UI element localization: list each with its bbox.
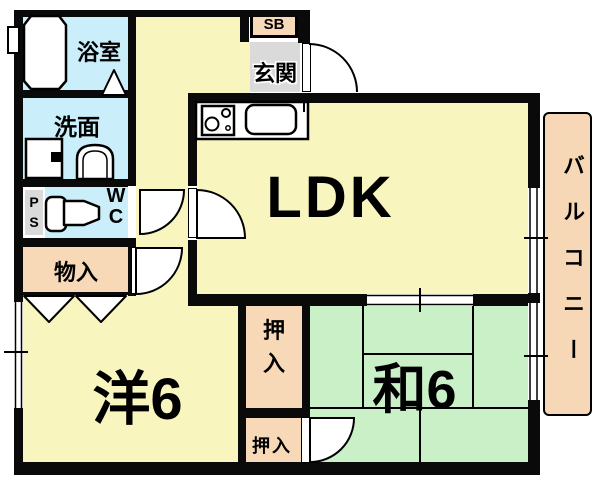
wall [14, 10, 310, 17]
wall [188, 294, 367, 306]
wc-label-line2: C [108, 206, 124, 228]
wall [188, 93, 540, 103]
washroom-label: 洗面 [54, 114, 100, 140]
wall [302, 296, 310, 408]
closet-lower-label: 押入 [252, 436, 292, 456]
door-arc-ldk [196, 188, 247, 239]
wall [128, 10, 136, 186]
ldk-label: LDK [266, 165, 395, 230]
washing-machine-detail [51, 152, 61, 162]
closet-lower-area [246, 418, 302, 462]
kitchen-sink-icon [244, 103, 298, 136]
wall [22, 179, 128, 187]
folding-door-bath [101, 69, 127, 96]
hallway-top [136, 16, 240, 94]
ps-label-line1: P [29, 194, 39, 210]
door-arc-entrance [308, 43, 358, 93]
door-leaf-entrance [302, 43, 311, 92]
bath-window [7, 26, 20, 54]
wall [22, 292, 130, 295]
toilet-bowl-icon [62, 199, 101, 227]
balcony-area [543, 112, 592, 416]
door-arc-japanese [309, 417, 356, 464]
closet-upper-label: 押 入 [260, 314, 288, 380]
wc-label-line1: W [106, 185, 126, 207]
closet-upper-line2: 入 [262, 351, 285, 376]
wall [238, 296, 246, 462]
door-arc-western [135, 247, 184, 296]
wall [298, 10, 310, 43]
wall [473, 294, 540, 306]
entrance-label: 玄関 [252, 61, 297, 86]
stove-burner-small [221, 108, 231, 118]
wall [14, 462, 540, 475]
wall [14, 90, 132, 98]
entrance-area [250, 42, 300, 92]
window-western [14, 302, 23, 408]
stove-burner-tiny [225, 125, 231, 131]
bathtub-icon [22, 14, 68, 91]
western-room-area [22, 294, 238, 462]
ps-label: P S [25, 192, 43, 232]
wall [238, 408, 310, 418]
japanese-room-label: 和6 [372, 360, 457, 420]
stove-burner-large [204, 116, 220, 132]
vanity-sink-inner [82, 150, 108, 179]
door-arc-wc [139, 189, 186, 236]
wc-label: W C [103, 186, 129, 228]
shoe-box-label: SB [263, 16, 285, 33]
hallway-entrance-strip [240, 42, 250, 93]
washing-machine-icon [24, 137, 64, 180]
storage-label: 物入 [53, 260, 98, 285]
storage-area [22, 246, 128, 292]
wall [240, 10, 249, 42]
closet-upper-line1: 押 [262, 318, 285, 343]
closet-upper-area [246, 306, 302, 408]
balcony-label vtext: バルコニー [560, 154, 585, 384]
wall [14, 238, 136, 247]
tatami-lines [310, 306, 528, 462]
ps-label-line2: S [29, 214, 39, 230]
folding-door-storage [23, 295, 127, 323]
pipe-space-box [25, 190, 43, 235]
bathroom-label: 浴室 [76, 40, 121, 65]
western-room-label: 洋6 [92, 367, 183, 432]
